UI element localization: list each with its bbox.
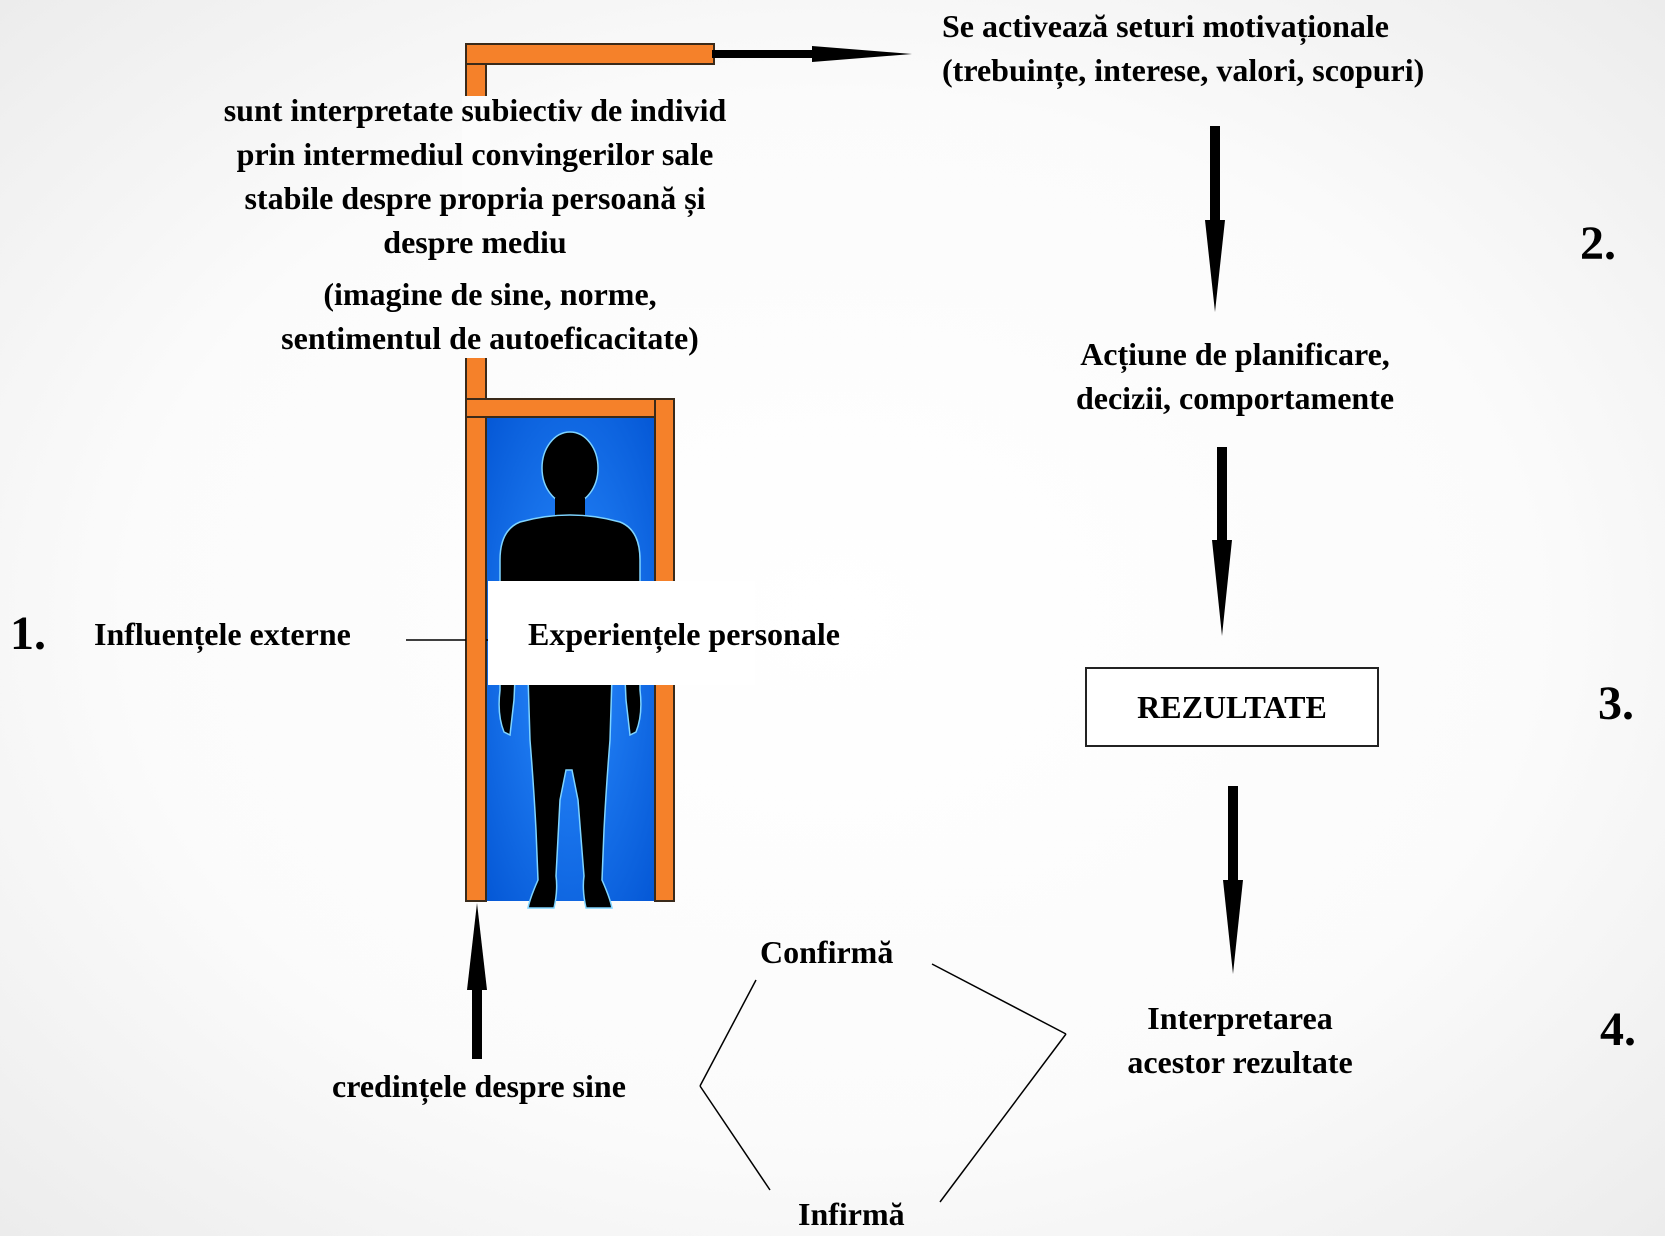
step-number-1: 1. (10, 607, 46, 660)
results-interpretation-line: Interpretarea (1147, 1000, 1333, 1036)
interpretation-text: sunt interpretate subiectiv de individ p… (160, 88, 790, 264)
personal-experiences-label: Experiențele personale (528, 616, 840, 652)
orange-door-top (465, 398, 675, 418)
step-number-4: 4. (1600, 1003, 1636, 1056)
motivation-line: Se activează seturi motivaționale (942, 8, 1389, 44)
step-number-3: 3. (1598, 677, 1634, 730)
refutes-label: Infirmă (798, 1196, 905, 1232)
results-box: REZULTATE (1085, 667, 1379, 747)
external-influences-label: Influențele externe (94, 616, 351, 652)
action-text: Acțiune de planificare, decizii, comport… (1020, 332, 1450, 420)
interpretation-examples: (imagine de sine, norme, sentimentul de … (220, 272, 760, 360)
action-line: decizii, comportamente (1075, 380, 1395, 416)
examples-line: sentimentul de autoeficacitate) (281, 320, 699, 356)
arrow-to-motivation (712, 46, 912, 62)
label-band (488, 581, 755, 685)
frame-text-gap (462, 96, 490, 358)
interpretation-line: despre mediu (383, 224, 567, 260)
examples-line: (imagine de sine, norme, (323, 276, 657, 312)
results-label: REZULTATE (1137, 688, 1327, 725)
interpretation-line: sunt interpretate subiectiv de individ (223, 92, 727, 128)
motivation-line: (trebuințe, interese, valori, scopuri) (942, 52, 1425, 88)
results-interpretation-text: Interpretarea acestor rezultate (1080, 996, 1400, 1084)
step-number-2: 2. (1580, 217, 1616, 270)
results-interpretation-line: acestor rezultate (1127, 1044, 1353, 1080)
feedback-lines (699, 963, 1067, 1203)
self-beliefs-label: credințele despre sine (332, 1068, 626, 1104)
orange-top-bar (465, 43, 715, 65)
confirms-label: Confirmă (760, 934, 894, 970)
interpretation-line: prin intermediul convingerilor sale (236, 136, 714, 172)
arrow-beliefs-to-frame (467, 903, 487, 1059)
arrow-motivation-to-action (1205, 126, 1225, 312)
arrow-action-to-results (1212, 447, 1232, 636)
arrow-results-to-interpretation (1223, 786, 1243, 974)
motivation-text: Se activează seturi motivaționale (trebu… (942, 4, 1424, 92)
action-line: Acțiune de planificare, (1080, 336, 1390, 372)
interpretation-line: stabile despre propria persoană și (244, 180, 706, 216)
